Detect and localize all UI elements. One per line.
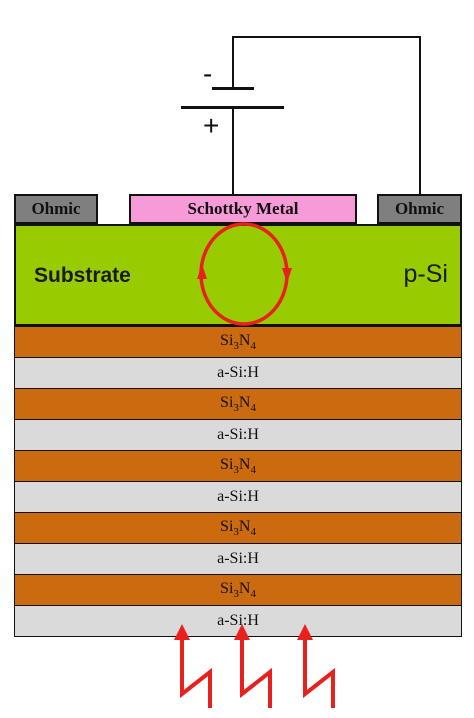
layer-label: Si3N4 bbox=[220, 393, 256, 415]
a-si-h-layer: a-Si:H bbox=[14, 605, 462, 637]
si3n4-layer: Si3N4 bbox=[14, 326, 462, 358]
a-si-h-layer: a-Si:H bbox=[14, 419, 462, 451]
wire-right bbox=[419, 36, 421, 197]
light-arrow-icon bbox=[234, 624, 272, 708]
layer-label: a-Si:H bbox=[217, 550, 259, 567]
battery-positive-plate bbox=[181, 106, 284, 109]
si3n4-layer: Si3N4 bbox=[14, 450, 462, 482]
layer-label: a-Si:H bbox=[217, 488, 259, 505]
si3n4-layer: Si3N4 bbox=[14, 388, 462, 420]
layer-label: Si3N4 bbox=[220, 579, 256, 601]
ohmic-contact-left: Ohmic bbox=[14, 194, 98, 224]
substrate-label: Substrate bbox=[34, 264, 131, 287]
battery-plus-sign: + bbox=[203, 110, 220, 141]
layer-label: Si3N4 bbox=[220, 331, 256, 353]
wire-top bbox=[232, 36, 421, 38]
si3n4-layer: Si3N4 bbox=[14, 512, 462, 544]
substrate-layer: Substrate p-Si bbox=[14, 224, 462, 326]
p-si-label: p-Si bbox=[403, 260, 448, 288]
battery-negative-plate bbox=[212, 87, 254, 90]
a-si-h-layer: a-Si:H bbox=[14, 481, 462, 513]
layer-label: Si3N4 bbox=[220, 455, 256, 477]
layer-label: a-Si:H bbox=[217, 364, 259, 381]
a-si-h-layer: a-Si:H bbox=[14, 357, 462, 389]
layer-label: a-Si:H bbox=[217, 612, 259, 629]
layer-label: a-Si:H bbox=[217, 426, 259, 443]
current-loop-icon bbox=[197, 222, 292, 326]
battery-minus-sign: - bbox=[203, 58, 213, 89]
light-arrow-icon bbox=[174, 624, 212, 708]
light-arrow-icon bbox=[297, 624, 335, 708]
ohmic-contact-right: Ohmic bbox=[377, 194, 462, 224]
wire-left-lower bbox=[232, 108, 234, 194]
layer-label: Si3N4 bbox=[220, 517, 256, 539]
si3n4-layer: Si3N4 bbox=[14, 574, 462, 606]
wire-left-upper bbox=[232, 36, 234, 88]
